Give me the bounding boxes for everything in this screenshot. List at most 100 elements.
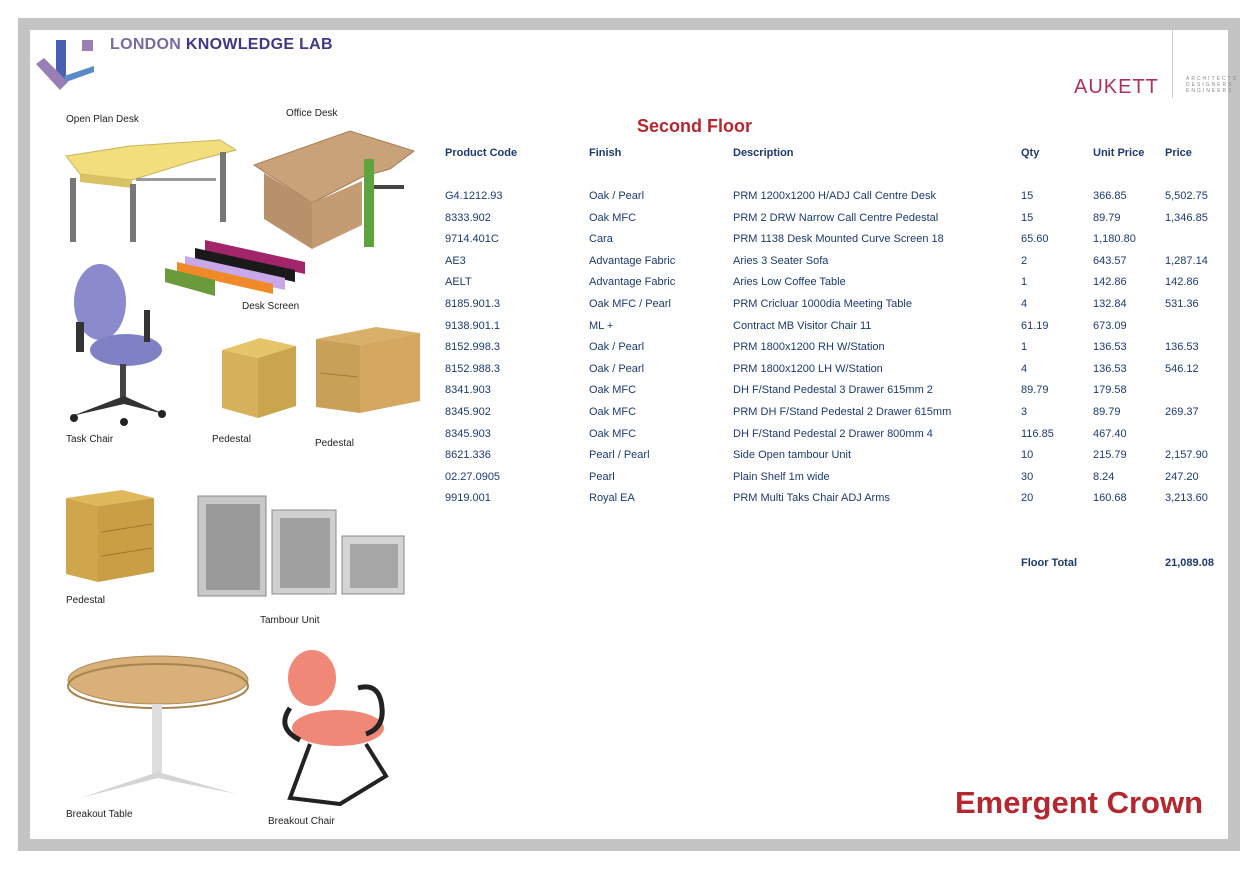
qty-cell: 1 [1021,276,1028,289]
description-cell: PRM Multi Taks Chair ADJ Arms [733,492,890,505]
description-cell: PRM Cricluar 1000dia Meeting Table [733,298,912,310]
qty-cell: 20 [1021,492,1034,505]
product-code-cell: G4.1212.93 [445,190,503,202]
qty-cell: 61.19 [1021,319,1049,332]
price-cell: 142.86 [1165,276,1199,289]
qty-cell: 4 [1021,298,1028,310]
pedestal-wide-image [316,327,420,413]
qty-cell: 15 [1021,211,1034,224]
header-price: Price [1165,147,1192,159]
breakout-table-image [67,655,249,798]
price-cell: 546.12 [1165,362,1199,375]
description-cell: Side Open tambour Unit [733,449,852,462]
price-cell: 5,502.75 [1165,190,1208,202]
finish-cell: Oak MFC / Pearl [589,298,671,310]
qty-cell: 30 [1021,470,1034,483]
finish-cell: Oak MFC [589,406,637,418]
unit-price-cell: 89.79 [1093,211,1121,224]
description-cell: Aries Low Coffee Table [733,276,846,289]
qty-cell: 3 [1021,406,1028,418]
caption-desk-screen: Desk Screen [242,301,300,312]
caption-pedestal: Pedestal [315,438,354,449]
product-code-cell: 8185.901.3 [445,298,501,310]
price-cell: 1,287.14 [1165,254,1208,267]
floor-title: Second Floor [637,116,753,136]
price-cell: 2,157.90 [1165,449,1208,462]
floor-total-label: Floor Total [1021,557,1078,569]
task-chair-image [70,264,166,426]
finish-cell: Oak / Pearl [589,341,645,354]
product-code-cell: 9138.901.1 [445,319,501,332]
price-cell: 3,213.60 [1165,492,1208,505]
price-cell: 136.53 [1165,341,1199,354]
description-cell: PRM 1800x1200 RH W/Station [733,341,885,354]
unit-price-cell: 1,180.80 [1093,233,1136,246]
caption-tambour-unit: Tambour Unit [260,615,320,626]
description-cell: PRM 1200x1200 H/ADJ Call Centre Desk [733,190,936,202]
description-cell: PRM 1800x1200 LH W/Station [733,362,883,375]
caption-breakout-chair: Breakout Chair [268,816,335,827]
description-cell: PRM 1138 Desk Mounted Curve Screen 18 [733,233,944,246]
unit-price-cell: 136.53 [1093,362,1127,375]
unit-price-cell: 132.84 [1093,298,1127,310]
product-code-cell: 9919.001 [445,492,491,505]
logo-divider [1172,30,1173,98]
product-code-cell: AELT [445,276,472,289]
finish-cell: Oak MFC [589,384,637,397]
finish-cell: Royal EA [589,492,635,505]
lkl-logo-mark [36,40,94,90]
qty-cell: 89.79 [1021,384,1049,397]
aukett-logo: AUKETT [1074,76,1159,98]
product-code-cell: AE3 [445,254,466,267]
finish-cell: Oak MFC [589,427,637,440]
description-cell: PRM 2 DRW Narrow Call Centre Pedestal [733,211,939,224]
finish-cell: Pearl [589,470,615,483]
unit-price-cell: 643.57 [1093,254,1127,267]
office-desk-image [252,130,416,249]
unit-price-cell: 467.40 [1093,427,1127,440]
header-unit-price: Unit Price [1093,147,1145,159]
tambour-units-image [197,495,405,597]
unit-price-cell: 142.86 [1093,276,1127,289]
caption-office-desk: Office Desk [286,108,338,119]
finish-cell: Oak MFC [589,211,637,224]
header-product-code: Product Code [445,147,518,159]
header-description: Description [733,147,794,159]
qty-cell: 4 [1021,362,1028,375]
caption-pedestal: Pedestal [212,434,251,445]
price-cell: 269.37 [1165,406,1199,418]
finish-cell: Oak / Pearl [589,190,645,202]
unit-price-cell: 366.85 [1093,190,1127,202]
finish-cell: Oak / Pearl [589,362,645,375]
price-cell: 247.20 [1165,470,1199,483]
unit-price-cell: 8.24 [1093,470,1115,483]
finish-cell: ML + [589,319,614,332]
product-code-cell: 8333.902 [445,211,491,224]
caption-open-plan-desk: Open Plan Desk [66,114,139,125]
qty-cell: 2 [1021,254,1028,267]
desk-screen-image [165,240,305,296]
caption-breakout-table: Breakout Table [66,809,133,820]
pedestal-small-image [222,338,296,418]
caption-pedestal: Pedestal [66,595,105,606]
lab-name: LONDON KNOWLEDGE LAB [110,36,333,53]
unit-price-cell: 136.53 [1093,341,1127,354]
qty-cell: 15 [1021,190,1034,202]
unit-price-cell: 179.58 [1093,384,1127,397]
unit-price-cell: 89.79 [1093,406,1121,418]
qty-cell: 116.85 [1021,427,1054,440]
breakout-chair-image [282,650,389,807]
unit-price-cell: 215.79 [1093,449,1127,462]
header-finish: Finish [589,147,622,159]
header-qty: Qty [1021,147,1040,159]
finish-cell: Advantage Fabric [589,276,676,289]
product-code-cell: 8341.903 [445,384,491,397]
aukett-tagline: ARCHITECTS DESIGNERS ENGINEERS [1186,76,1238,94]
product-code-cell: 8621.336 [445,449,491,462]
qty-cell: 1 [1021,341,1028,354]
floor-total-value: 21,089.08 [1165,557,1214,569]
description-cell: Aries 3 Seater Sofa [733,254,829,267]
product-code-cell: 8152.988.3 [445,362,501,375]
pedestal-mobile-image [66,490,154,582]
description-cell: DH F/Stand Pedestal 3 Drawer 615mm 2 [733,384,933,397]
